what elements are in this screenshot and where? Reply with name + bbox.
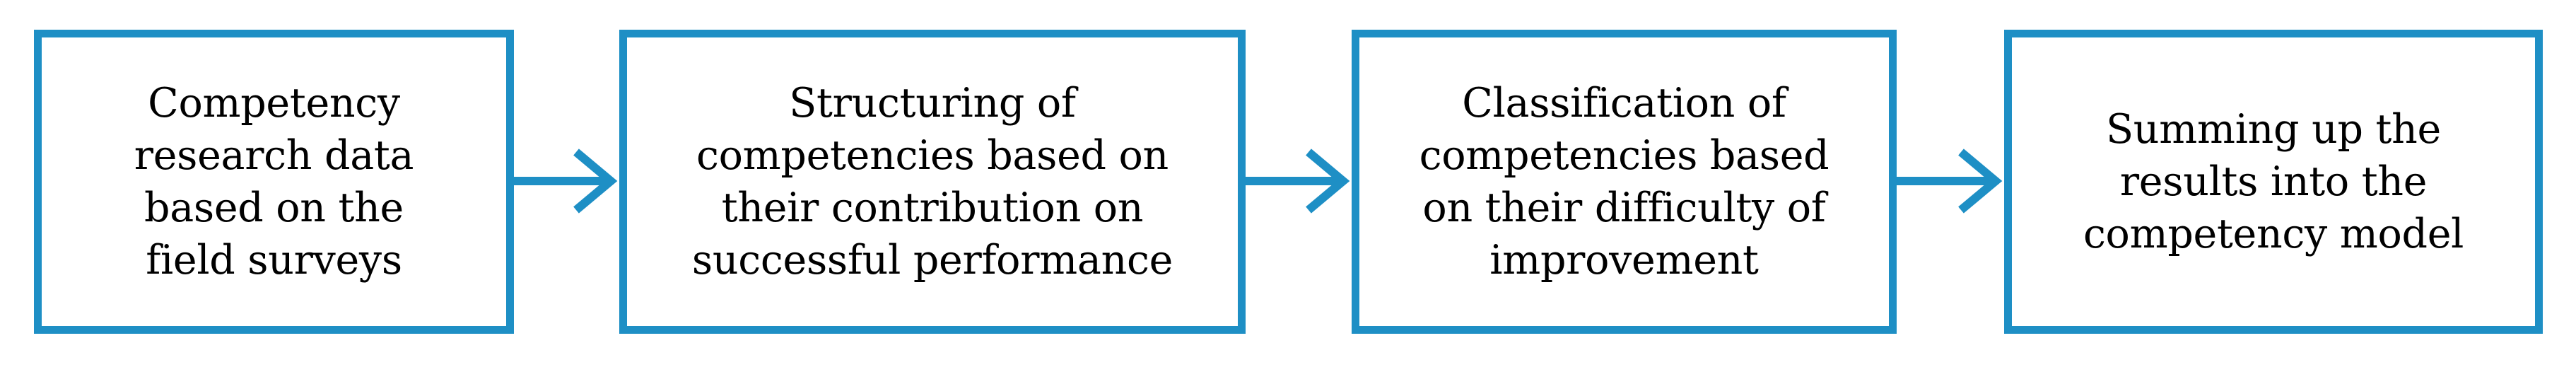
arrow-right-icon bbox=[1897, 148, 2003, 214]
process-step-2: Structuring of competencies based on the… bbox=[619, 30, 1246, 334]
process-step-1-label: Competency research data based on the fi… bbox=[134, 79, 414, 284]
process-step-4: Summing up the results into the competen… bbox=[2004, 30, 2543, 334]
connector-arrow-2 bbox=[1246, 139, 1352, 223]
connector-arrow-1 bbox=[514, 139, 619, 223]
connector-arrow-3 bbox=[1897, 139, 2004, 223]
arrow-right-icon bbox=[1246, 148, 1350, 214]
process-step-2-label: Structuring of competencies based on the… bbox=[691, 79, 1173, 284]
process-step-3-label: Classification of competencies based on … bbox=[1419, 79, 1829, 284]
process-step-1: Competency research data based on the fi… bbox=[34, 30, 514, 334]
process-step-3: Classification of competencies based on … bbox=[1352, 30, 1897, 334]
process-step-4-label: Summing up the results into the competen… bbox=[2083, 105, 2464, 258]
arrow-right-icon bbox=[514, 148, 618, 214]
